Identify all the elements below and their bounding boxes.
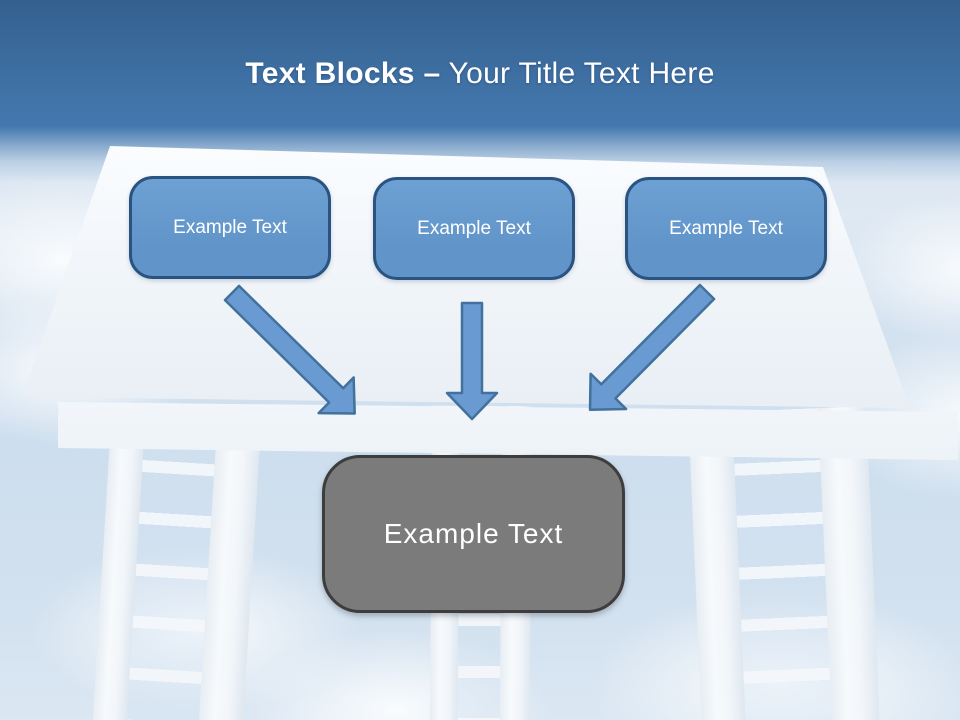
title-subtitle: Your Title Text Here (448, 57, 715, 90)
slide-title[interactable]: Text Blocks – Your Title Text Here (0, 54, 960, 94)
text-block-3-label: Example Text (669, 217, 783, 239)
text-block-1-label: Example Text (173, 216, 287, 238)
text-block-2-label: Example Text (417, 217, 531, 239)
text-block-3[interactable]: Example Text (625, 177, 827, 280)
title-emphasis: Text Blocks (245, 57, 415, 90)
title-separator: – (423, 57, 441, 90)
text-block-2[interactable]: Example Text (373, 177, 575, 280)
summary-block[interactable]: Example Text (322, 455, 625, 613)
summary-block-label: Example Text (383, 518, 564, 549)
text-block-1[interactable]: Example Text (129, 176, 331, 279)
billboard-column-left (92, 406, 262, 720)
